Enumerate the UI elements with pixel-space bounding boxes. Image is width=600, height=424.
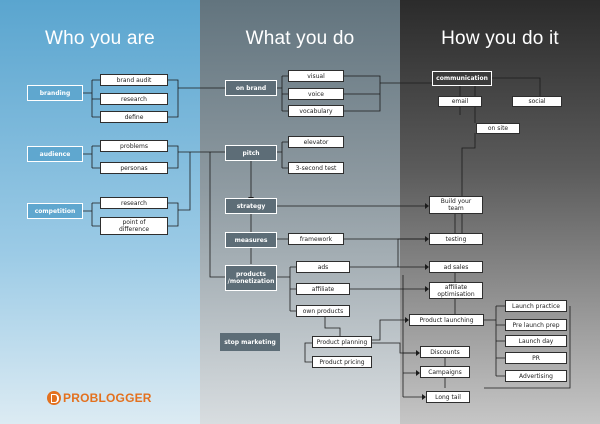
node-on-brand: on brand xyxy=(225,80,277,96)
node-elevator: elevator xyxy=(288,136,344,148)
node-discounts: Discounts xyxy=(420,346,470,358)
node-research-competition: research xyxy=(100,197,168,209)
node-email: email xyxy=(438,96,482,107)
connector-right-loop xyxy=(484,306,571,389)
connector-planning-to-launching xyxy=(372,319,405,341)
node-long-tail: Long tail xyxy=(426,391,470,403)
connector-launching xyxy=(484,305,505,377)
node-stop-marketing: stop marketing xyxy=(220,333,280,351)
node-competition: competition xyxy=(27,203,83,219)
connector-competition-to-pitch xyxy=(168,152,191,227)
node-brand-audit: brand audit xyxy=(100,74,168,86)
node-products-monetization: products /monetization xyxy=(225,265,277,291)
node-own-products: own products xyxy=(296,305,350,317)
connector-testing-to-adsales xyxy=(397,238,428,267)
p-logo-icon xyxy=(47,391,61,405)
arrowhead-adsales xyxy=(425,264,429,270)
node-research: research xyxy=(100,93,168,105)
arrowhead-team xyxy=(425,203,429,209)
column-title-what: What you do xyxy=(245,28,355,49)
node-pr: PR xyxy=(505,352,567,364)
arrowhead-campaigns xyxy=(416,370,420,376)
node-social: social xyxy=(512,96,562,107)
connector-trunk-to-products xyxy=(209,152,225,278)
node-visual: visual xyxy=(288,70,344,82)
node-advertising: Advertising xyxy=(505,370,567,382)
node-build-your-team: Build your team xyxy=(429,196,483,214)
node-voice: voice xyxy=(288,88,344,100)
arrowhead-launching xyxy=(405,317,409,323)
arrowhead-longtail xyxy=(422,394,426,400)
connector-onbrand xyxy=(277,75,288,112)
connector-pitch xyxy=(277,141,288,169)
node-define: define xyxy=(100,111,168,123)
connector-audience-to-pitch xyxy=(168,145,225,169)
arrowhead-affiliate-optimisation xyxy=(425,286,429,292)
node-strategy: strategy xyxy=(225,198,277,214)
node-vocabulary: vocabulary xyxy=(288,105,344,117)
arrowhead-discounts xyxy=(416,350,420,356)
node-communication: communication xyxy=(432,71,492,86)
logo-wordmark: PROBLOGGER xyxy=(63,391,152,405)
node-affiliate-optimisation: affiliate optimisation xyxy=(429,282,483,299)
node-measures: measures xyxy=(225,232,277,248)
connector-onbrand-return xyxy=(344,75,381,112)
arrowhead-testing xyxy=(425,236,429,242)
node-product-pricing: Product pricing xyxy=(312,356,372,368)
connector-planning-to-discounts xyxy=(372,342,416,354)
connector-ownproducts xyxy=(324,317,341,340)
node-launch-practice: Launch practice xyxy=(505,300,567,312)
node-product-planning: Product planning xyxy=(312,336,372,348)
connector-planning-pricing xyxy=(304,342,312,363)
connector-products xyxy=(277,266,296,312)
node-3-second-test: 3-second test xyxy=(288,162,344,174)
node-campaigns: Campaigns xyxy=(420,366,470,378)
node-personas: personas xyxy=(100,162,168,174)
node-framework: framework xyxy=(288,233,344,245)
node-branding: branding xyxy=(27,85,83,101)
column-title-how: How you do it xyxy=(441,28,559,49)
node-pitch: pitch xyxy=(225,145,277,161)
node-testing: testing xyxy=(429,233,483,245)
node-point-of-difference: point of difference xyxy=(100,217,168,235)
connector-branding-to-onbrand xyxy=(168,79,225,118)
node-problems: problems xyxy=(100,140,168,152)
connector-how-trunk xyxy=(402,275,422,398)
column-title-who: Who you are xyxy=(45,28,155,49)
node-product-launching: Product launching xyxy=(409,314,484,326)
node-on-site: on site xyxy=(476,123,520,134)
node-ads: ads xyxy=(296,261,350,273)
node-pre-launch-prep: Pre launch prep xyxy=(505,319,567,331)
node-launch-day: Launch day xyxy=(505,335,567,347)
node-audience: audience xyxy=(27,146,83,162)
problogger-logo: PROBLOGGER xyxy=(47,391,152,405)
connector-branding xyxy=(82,79,100,118)
connector-audience xyxy=(82,145,100,169)
connector-onsite-down xyxy=(461,133,476,236)
node-affiliate: affiliate xyxy=(296,283,350,295)
connector-competition xyxy=(82,202,100,227)
node-ad-sales: ad sales xyxy=(429,261,483,273)
